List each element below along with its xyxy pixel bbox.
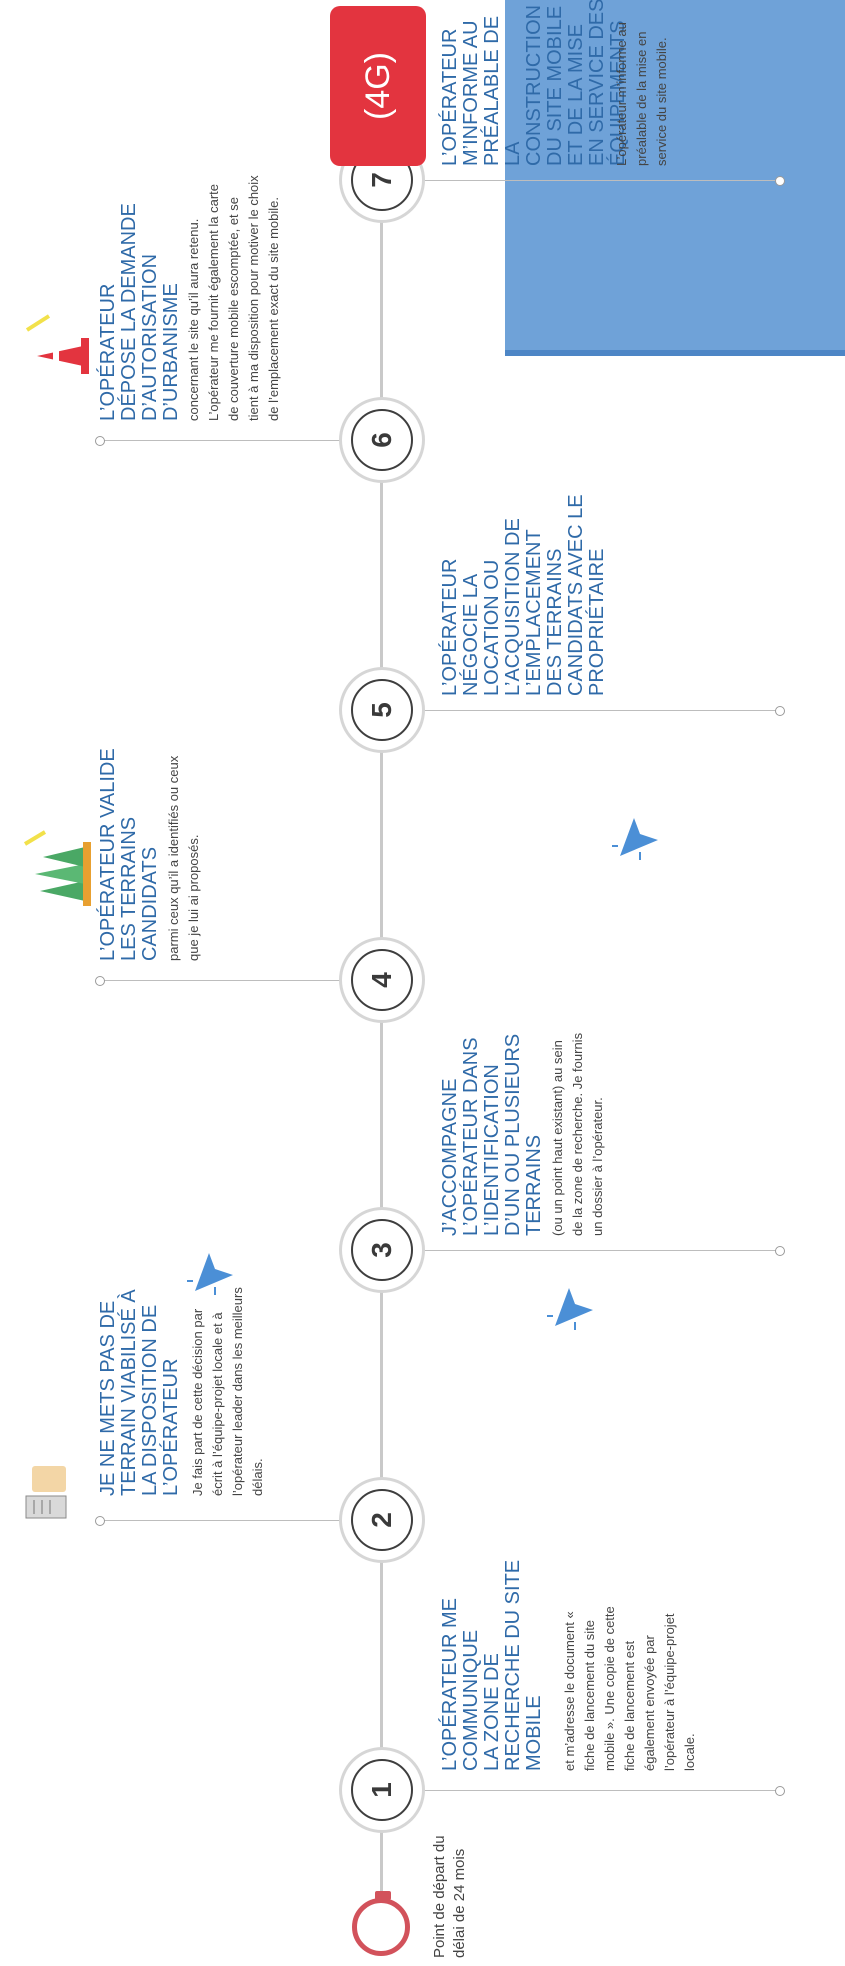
step-number-3: 3 (366, 1242, 397, 1258)
step-2-text: Je fais part de cette décision par écrit… (190, 1287, 265, 1496)
step-4-text: parmi ceux qu’il a identifiés ou ceux qu… (166, 755, 201, 961)
start-label: Point de départ du délai de 24 mois (431, 1835, 468, 1958)
step-1-text: et m’adresse le document « fiche de lanc… (562, 1606, 697, 1771)
step-circle-3: 3 (351, 1219, 413, 1281)
stem-3 (381, 1250, 779, 1251)
stem-5 (381, 710, 779, 711)
stem-dot-5 (775, 706, 785, 716)
document-icon (25, 1466, 67, 1519)
stem-7 (381, 180, 779, 181)
stem-dot-4 (95, 976, 105, 986)
step-circle-6: 6 (351, 409, 413, 471)
trees-icon (23, 830, 91, 906)
cursor-click-icon-2 (187, 1253, 233, 1295)
step-5-title: L’OPÉRATEUR NÉGOCIE LA LOCATION OU L’ACQ… (439, 494, 608, 696)
step-number-4: 4 (366, 972, 397, 988)
stem-dot-1 (775, 1786, 785, 1796)
traffic-cone-icon (25, 314, 89, 374)
step-circle-2: 2 (351, 1489, 413, 1551)
stem-dot-6 (95, 436, 105, 446)
step-number-2: 2 (366, 1512, 397, 1528)
step-1-title: L’OPÉRATEUR ME COMMUNIQUE LA ZONE DE REC… (439, 1559, 545, 1771)
stem-dot-3 (775, 1246, 785, 1256)
step-number-6: 6 (366, 432, 397, 448)
step-7-text: L’opérateur m’informe au préalable de la… (614, 22, 669, 166)
step-number-5: 5 (366, 702, 397, 718)
4g-antenna-icon: (4G) (330, 6, 426, 166)
step-3-text: (ou un point haut existant) au sein de l… (550, 1032, 605, 1236)
step-circle-1: 1 (351, 1759, 413, 1821)
step-7-title: L’OPÉRATEUR M’INFORME AU PRÉALABLE DE LA… (439, 0, 629, 166)
stem-dot-7 (775, 176, 785, 186)
stem-dot-2 (95, 1516, 105, 1526)
clock-icon (352, 1898, 410, 1956)
step-circle-4: 4 (351, 949, 413, 1011)
cursor-click-icon-3 (612, 818, 658, 860)
4g-badge-label: (4G) (359, 52, 397, 120)
clock-knob (375, 1891, 391, 1900)
stem-1 (381, 1790, 779, 1791)
step-2-title: JE NE METS PAS DE TERRAIN VIABILISÉ À LA… (97, 1289, 182, 1496)
stem-6 (102, 440, 380, 441)
step-4-title: L’OPÉRATEUR VALIDE LES TERRAINS CANDIDAT… (97, 748, 161, 961)
step-6-text: concernant le site qu’il aura retenu. L’… (186, 175, 281, 421)
step-6-title: L’OPÉRATEUR DÉPOSE LA DEMANDE D’AUTORISA… (97, 203, 182, 421)
step-number-1: 1 (366, 1782, 397, 1798)
step-circle-5: 5 (351, 679, 413, 741)
stem-4 (102, 980, 380, 981)
stem-2 (102, 1520, 380, 1521)
cursor-click-icon (547, 1288, 593, 1330)
step-3-title: J’ACCOMPAGNE L’OPÉRATEUR DANS L’IDENTIFI… (439, 1033, 545, 1236)
